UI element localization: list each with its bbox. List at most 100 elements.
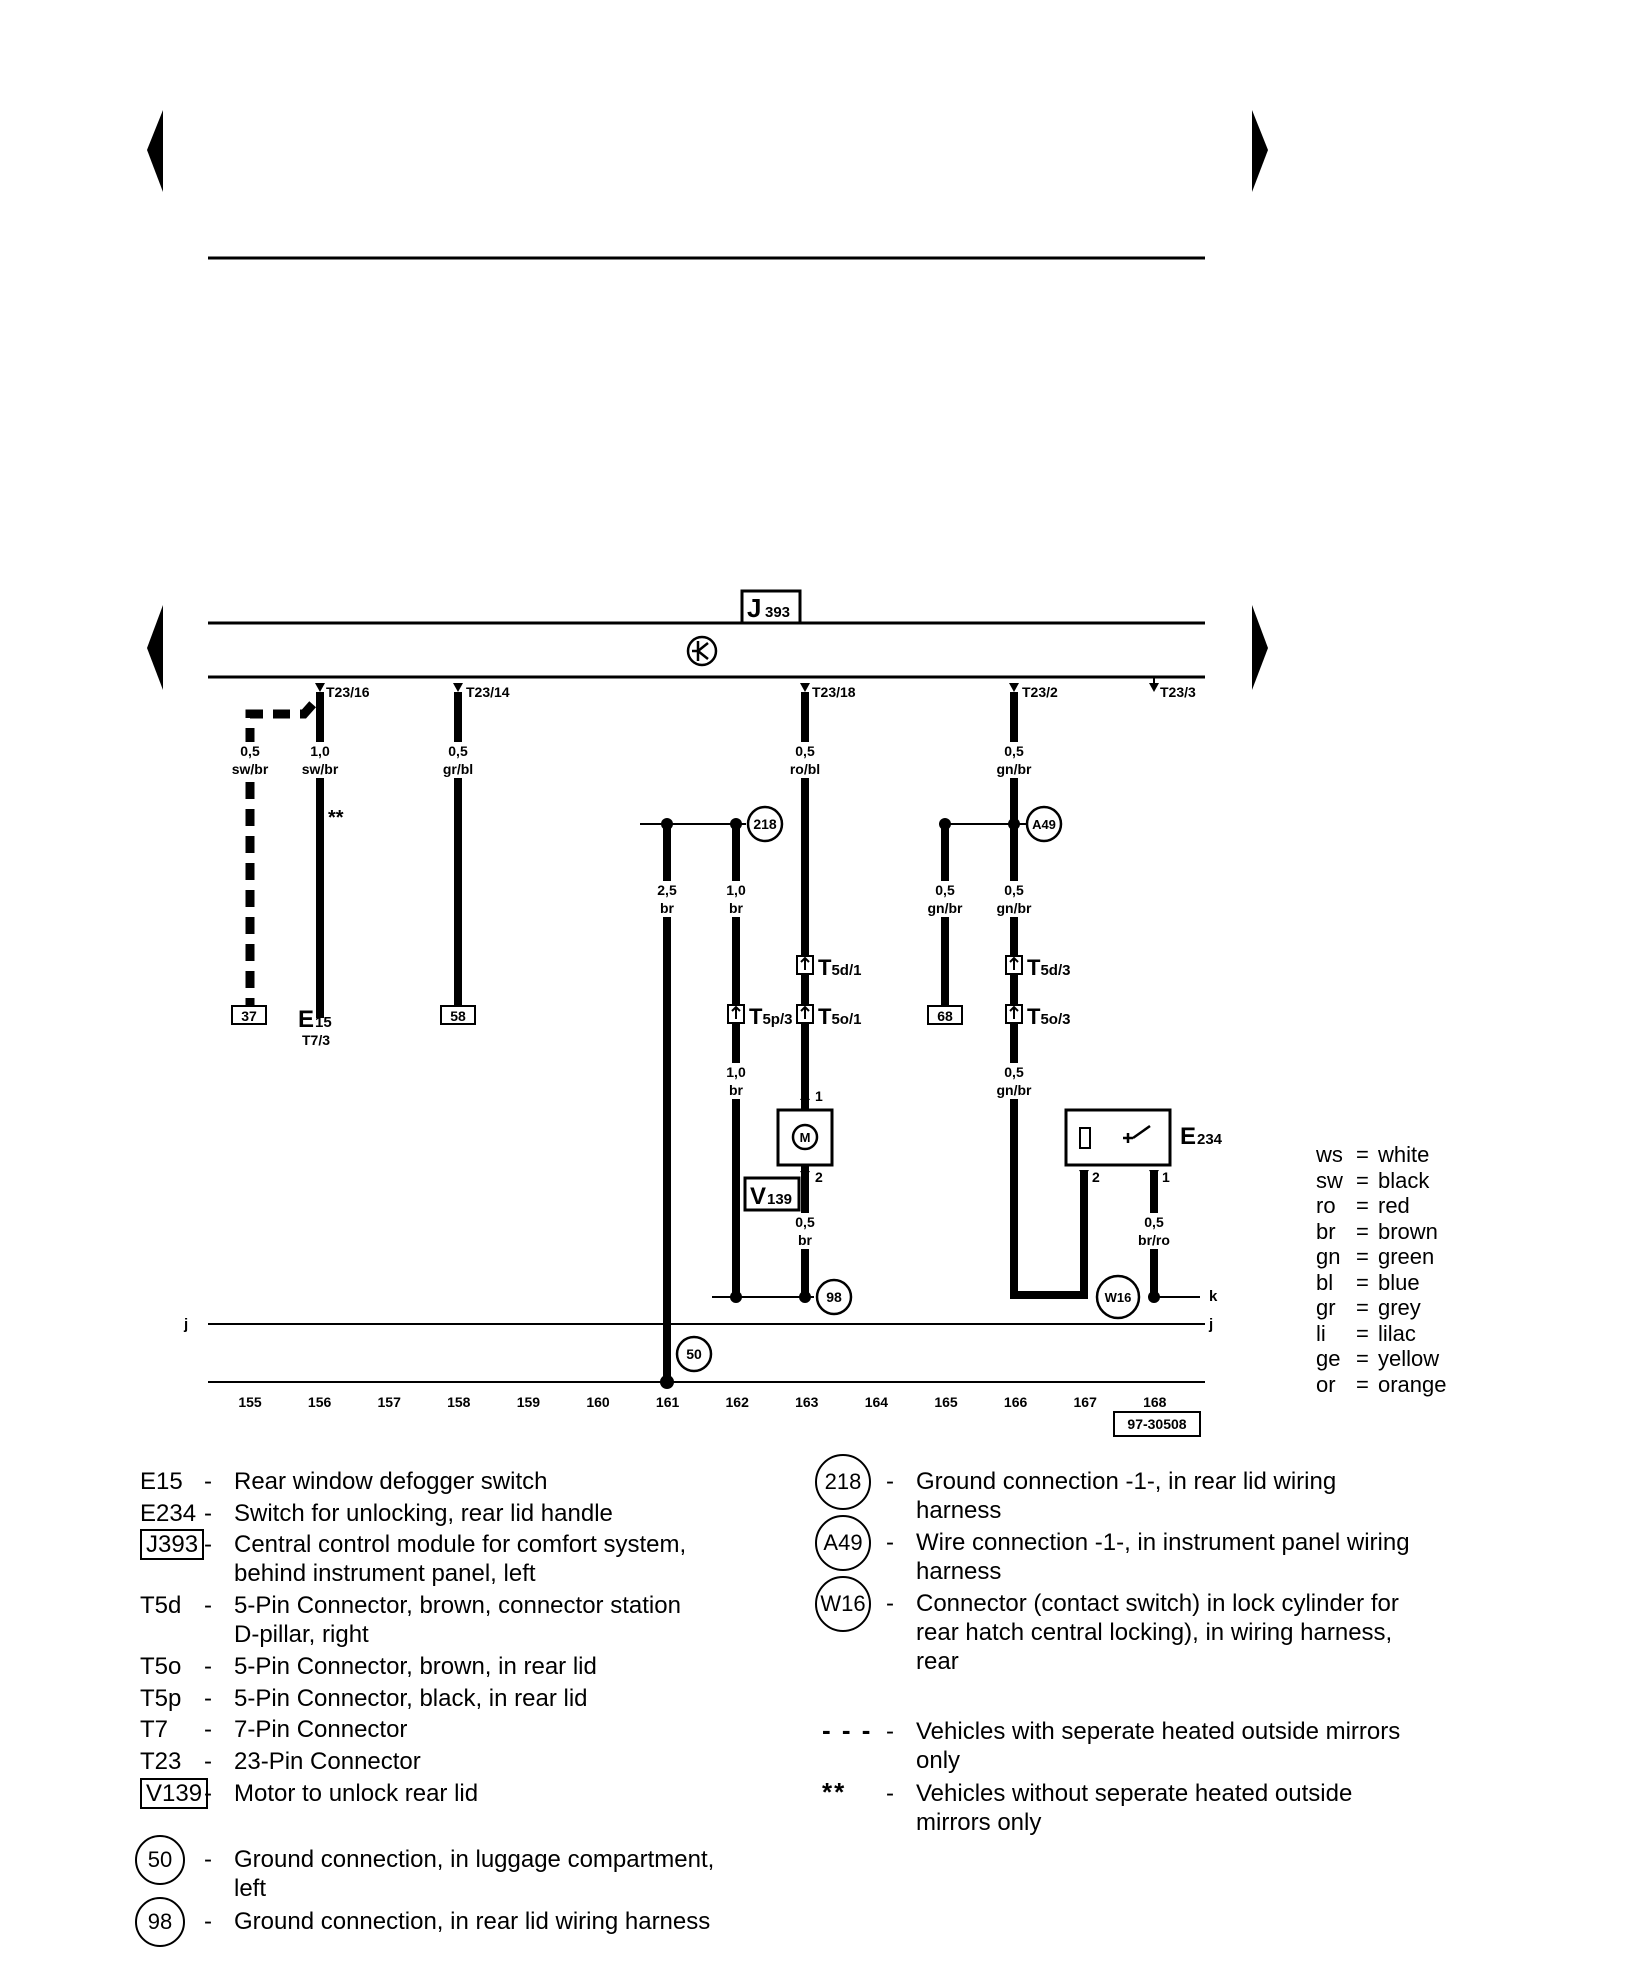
legend-dash: - (204, 1748, 212, 1775)
legend-dash: - (204, 1592, 212, 1619)
color-code: ws (1316, 1142, 1343, 1167)
t5o1-label: T5o/1 (818, 1004, 861, 1029)
t5o3-label: T5o/3 (1027, 1004, 1070, 1029)
control-module-j393: J 393 (208, 589, 1205, 679)
color-name: green (1378, 1244, 1435, 1269)
switch-e234: 2 1 E 234 (1064, 1108, 1223, 1185)
svg-text:2,5: 2,5 (657, 882, 677, 898)
svg-text:1: 1 (815, 1088, 823, 1104)
legend-code-box: J393 (140, 1529, 205, 1560)
track-number: 165 (934, 1394, 958, 1410)
legend-code: - - - (822, 1715, 873, 1745)
legend-dash: - (204, 1716, 212, 1743)
svg-text:1,0: 1,0 (310, 743, 330, 759)
svg-text:68: 68 (937, 1008, 953, 1024)
j393-sub: 393 (765, 604, 790, 621)
legend-description: Ground connection, in luggage compartmen… (234, 1846, 715, 1873)
svg-text:0,5: 0,5 (1144, 1214, 1164, 1230)
legend-symbol-50: 50 (135, 1834, 185, 1885)
legend-code: E15 (140, 1468, 183, 1495)
legend-dash: - (204, 1846, 212, 1873)
legend-description: rear (916, 1648, 959, 1675)
color-key-row: li=lilac (1316, 1320, 1416, 1346)
color-name: grey (1378, 1295, 1421, 1320)
color-name: brown (1378, 1218, 1438, 1244)
node-w16: W16 (1095, 1274, 1141, 1320)
legend-code: T7 (140, 1716, 169, 1743)
track-number: 168 (1143, 1394, 1167, 1410)
color-code: or (1316, 1371, 1336, 1397)
svg-text:1,0: 1,0 (726, 882, 746, 898)
legend-description: Wire connection -1-, in instrument panel… (916, 1529, 1410, 1556)
star-note: ** (328, 807, 344, 829)
svg-text:A49: A49 (1032, 817, 1056, 832)
legend-code: T5d (140, 1592, 182, 1619)
motor-v139: M 1 2 V 139 (743, 1088, 834, 1212)
color-key-row: ge=yellow (1316, 1346, 1440, 1371)
wire-166-to-e234 (1010, 1018, 1088, 1299)
svg-text:97-30508: 97-30508 (1127, 1416, 1186, 1432)
node-218: 218 (746, 805, 784, 843)
legend-code: ** (822, 1777, 847, 1807)
color-code: ge (1316, 1346, 1341, 1371)
color-code: sw (1316, 1167, 1343, 1193)
color-name: lilac (1378, 1320, 1416, 1346)
legend-description: behind instrument panel, left (234, 1560, 536, 1587)
svg-text:br: br (729, 1082, 744, 1098)
color-key-row: ws=white (1316, 1142, 1430, 1167)
next-diagram-arrow-icon[interactable] (1252, 605, 1268, 690)
svg-text:0,5: 0,5 (795, 1214, 815, 1230)
color-key-row: gr=grey (1316, 1295, 1421, 1320)
pin-t23-3: T23/3 (1160, 684, 1196, 700)
track-number: 155 (238, 1394, 262, 1410)
pin-t23-2: T23/2 (1022, 684, 1058, 700)
svg-text:gr/bl: gr/bl (443, 761, 473, 777)
rail-labels: k j j (183, 1288, 1218, 1333)
svg-text:gn/br: gn/br (997, 900, 1033, 916)
svg-text:gn/br: gn/br (997, 1082, 1033, 1098)
ref-58: 58 (440, 1005, 476, 1025)
legend-description: 5-Pin Connector, brown, in rear lid (234, 1653, 597, 1680)
wire-labels: 0,5 sw/br 1,0 sw/br 0,5 gr/bl 0,5 ro/bl … (226, 742, 1182, 1249)
track-number: 164 (865, 1394, 889, 1410)
color-key-row: gn=green (1316, 1244, 1435, 1269)
svg-text:139: 139 (767, 1191, 792, 1208)
legend-description: rear hatch central locking), in wiring h… (916, 1619, 1393, 1646)
track-number: 157 (378, 1394, 402, 1410)
color-key-row: br=brown (1316, 1218, 1438, 1244)
svg-text:E: E (298, 1006, 314, 1033)
next-page-arrow-icon[interactable] (1252, 110, 1268, 192)
svg-text:T7/3: T7/3 (302, 1032, 330, 1048)
color-key-row: ro=red (1316, 1193, 1410, 1218)
svg-text:sw/br: sw/br (232, 761, 269, 777)
legend-dash: - (204, 1780, 212, 1807)
motor-icon (791, 1123, 819, 1151)
legend-description: Rear window defogger switch (234, 1468, 548, 1495)
svg-text:98: 98 (826, 1289, 842, 1305)
svg-text:ro/bl: ro/bl (790, 761, 820, 777)
color-key-row: bl=blue (1316, 1269, 1420, 1295)
legend-dash: - (204, 1500, 212, 1527)
legend-description: Connector (contact switch) in lock cylin… (916, 1590, 1399, 1617)
ref-68: 68 (927, 1005, 963, 1025)
legend-description: harness (916, 1558, 1002, 1585)
legend-description: Vehicles with seperate heated outside mi… (916, 1718, 1401, 1745)
color-code: gr (1316, 1295, 1336, 1320)
legend-description: 5-Pin Connector, black, in rear lid (234, 1685, 588, 1712)
svg-text:br/ro: br/ro (1138, 1232, 1170, 1248)
svg-text:0,5: 0,5 (1004, 1064, 1024, 1080)
prev-diagram-arrow-icon[interactable] (147, 605, 163, 690)
legend-description: left (234, 1875, 267, 1902)
legend-dash: - (886, 1590, 894, 1617)
legend-dash: - (204, 1531, 212, 1558)
legend-description: 23-Pin Connector (234, 1748, 421, 1775)
track-number: 163 (795, 1394, 819, 1410)
prev-page-arrow-icon[interactable] (147, 110, 163, 192)
node-a49: A49 (1025, 805, 1063, 843)
connector-icons (727, 955, 1023, 1024)
node-98: 98 (815, 1278, 853, 1316)
legend-description: only (916, 1747, 961, 1774)
legend-dash: - (886, 1780, 894, 1807)
svg-text:V: V (750, 1183, 766, 1210)
